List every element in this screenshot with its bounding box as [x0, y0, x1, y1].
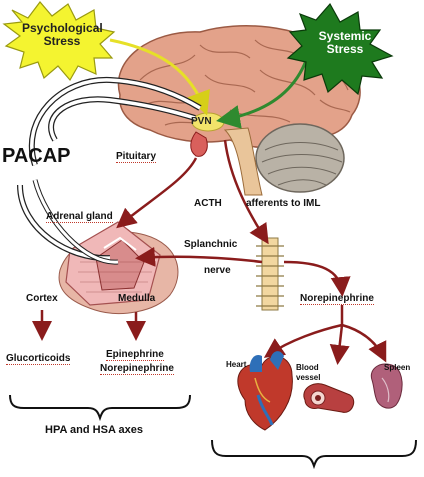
heart-label: Heart	[226, 360, 247, 369]
cortex-label: Cortex	[26, 293, 58, 304]
blood-vessel-label-line1: Blood	[296, 363, 319, 372]
afferents-label: afferents to IML	[246, 198, 321, 209]
splanchnic-label: Splanchnic	[184, 239, 238, 250]
epinephrine-label: Epinephrine	[106, 349, 164, 361]
norepinephrine-left-label: Norepinephrine	[100, 363, 174, 375]
splanchnic-nerve-pathway	[135, 246, 263, 267]
blood-vessel-illustration	[303, 383, 355, 413]
glucocorticoids-label: Glucorticoids	[6, 353, 71, 365]
target-organs-bracket	[211, 439, 417, 470]
adrenal-medulla	[95, 239, 145, 291]
ne-to-spleen	[341, 323, 387, 363]
red-pathways	[32, 139, 387, 365]
heart-illustration	[237, 351, 293, 431]
adrenal-gland-label: Adrenal gland	[46, 211, 113, 223]
systemic-label-line2: Stress	[326, 41, 364, 56]
hpa-hsa-axes-label: HPA and HSA axes	[45, 424, 144, 436]
psychological-stress-burst	[2, 1, 116, 82]
medulla-label: Medulla	[118, 293, 156, 304]
psychological-stress-pathway	[109, 38, 210, 116]
psychological-stress-label: Psychological Stress	[22, 21, 103, 48]
spleen-illustration	[370, 363, 403, 409]
blood-vessel-label-line2: vessel	[296, 373, 321, 382]
systemic-stress-pathway	[216, 54, 310, 129]
norepinephrine-pathway	[283, 260, 351, 297]
systemic-stress-burst	[286, 2, 394, 96]
pacap-label: PACAP	[2, 145, 71, 167]
cerebellum	[255, 123, 345, 193]
psychological-label-line1: Psychological	[22, 21, 103, 35]
spinal-cord	[256, 237, 284, 311]
brainstem	[223, 127, 263, 196]
pvn-label: PVN	[191, 116, 212, 127]
bright-line-adrenal	[103, 236, 137, 251]
acth-pathway	[116, 157, 198, 229]
cerebellum-folds	[261, 142, 343, 186]
norepinephrine-right-label: Norepinephrine	[300, 293, 374, 305]
acth-label: ACTH	[194, 198, 222, 209]
pituitary-gland	[190, 131, 208, 157]
pituitary-label: Pituitary	[116, 151, 157, 163]
ne-to-heart	[263, 323, 343, 358]
systemic-stress-label: Systemic Stress	[310, 30, 380, 55]
ne-to-vessel	[329, 324, 350, 365]
afferents-pathway	[223, 139, 269, 245]
spleen-label: Spleen	[384, 363, 411, 372]
systemic-label-line1: Systemic	[318, 29, 372, 43]
nerve-label: nerve	[204, 265, 231, 276]
pacap-projections	[17, 76, 202, 265]
hpa-hsa-bracket	[9, 394, 191, 422]
psychological-label-line2: Stress	[43, 33, 81, 48]
